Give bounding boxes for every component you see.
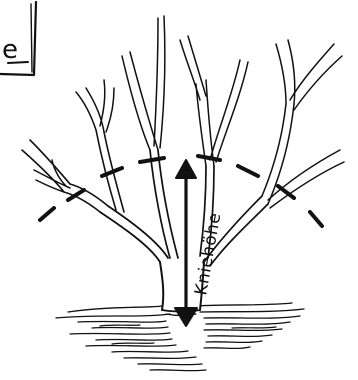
corner-label-box: e: [0, 2, 36, 75]
cut-line: [40, 156, 322, 226]
branches: [22, 16, 344, 266]
corner-label-text: e: [2, 35, 18, 65]
